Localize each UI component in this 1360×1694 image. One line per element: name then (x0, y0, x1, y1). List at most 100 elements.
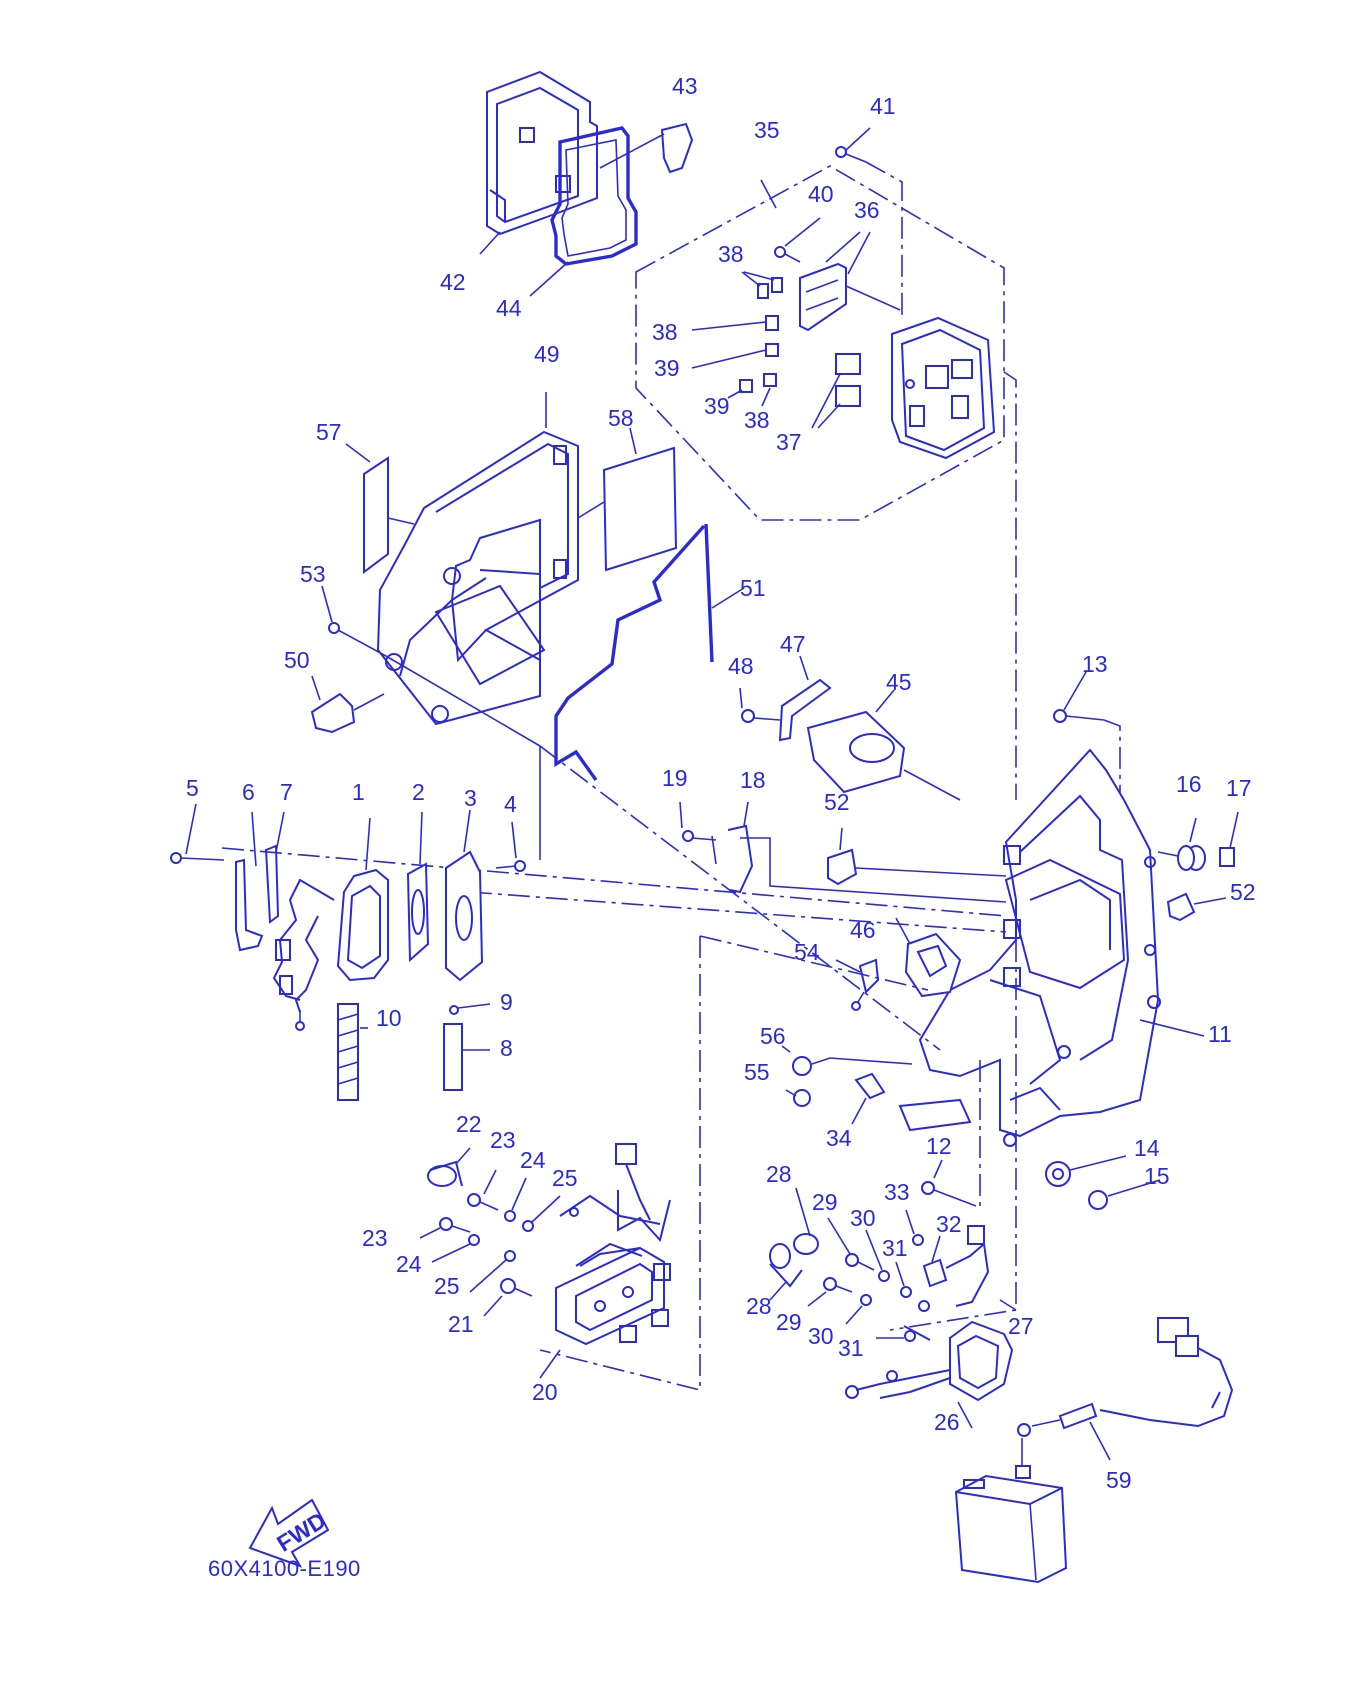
label-49: 49 (534, 341, 560, 367)
label-51: 51 (740, 575, 766, 601)
part-26-relay (845, 1320, 1014, 1429)
part-1-coil (272, 817, 389, 1031)
label-54: 54 (794, 939, 820, 965)
label-31a: 31 (882, 1235, 908, 1261)
part-56-washer (792, 1056, 812, 1076)
label-46: 46 (850, 917, 876, 943)
part-3-plate (445, 809, 484, 982)
label-23b: 23 (362, 1225, 388, 1251)
label-5: 5 (186, 775, 199, 801)
label-4: 4 (504, 791, 517, 817)
label-28a: 28 (766, 1161, 792, 1187)
part-51-wire (554, 523, 714, 781)
label-56: 56 (760, 1023, 786, 1049)
part-20-rectifier (539, 1143, 671, 1379)
label-21: 21 (448, 1311, 474, 1337)
part-25-lockwashers (469, 1195, 561, 1293)
label-29b: 29 (776, 1309, 802, 1335)
label-32: 32 (936, 1211, 962, 1237)
label-45: 45 (886, 669, 912, 695)
label-33: 33 (884, 1179, 910, 1205)
label-38c: 38 (744, 407, 770, 433)
part-9-ring (449, 1003, 491, 1015)
part-55-screw (785, 1089, 811, 1107)
part-36-bracket (774, 217, 901, 332)
label-11: 11 (1208, 1021, 1232, 1047)
part-31-washers (876, 1261, 916, 1342)
part-13-bolt (1053, 671, 1121, 800)
part-30-washers (845, 1229, 890, 1325)
label-19: 19 (662, 765, 688, 791)
label-8: 8 (500, 1035, 513, 1061)
label-18: 18 (740, 767, 766, 793)
label-13: 13 (1082, 651, 1108, 677)
label-53: 53 (300, 561, 326, 587)
part-6-bracket (235, 811, 264, 952)
part-17-nut (1157, 811, 1239, 867)
label-6: 6 (242, 779, 255, 805)
part-43-clip (599, 122, 694, 174)
label-25a: 25 (552, 1165, 578, 1191)
part-34-clamp (851, 1072, 886, 1125)
label-38a: 38 (718, 241, 744, 267)
part-42-cover (486, 70, 598, 236)
connectors-38-39 (691, 271, 783, 407)
part-32-connector (922, 1225, 990, 1307)
part-15-washer (1088, 1179, 1161, 1210)
part-53-screw (321, 585, 387, 657)
label-40: 40 (808, 181, 834, 207)
part-21-bolt (483, 1278, 533, 1317)
label-16: 16 (1176, 771, 1202, 797)
part-19-screw (679, 801, 717, 842)
part-14-damper (1045, 1155, 1127, 1187)
part-24-washers (431, 1177, 527, 1263)
label-26: 26 (934, 1409, 960, 1435)
label-41: 41 (870, 93, 896, 119)
part-46-grommet (895, 917, 962, 998)
junction-box (891, 316, 996, 460)
fwd-arrow-icon (248, 1498, 330, 1568)
label-47: 47 (780, 631, 806, 657)
part-23-bolts (419, 1169, 499, 1239)
assembly-35-boundary (635, 165, 1005, 521)
part-34-bracket (898, 1098, 972, 1132)
label-23a: 23 (490, 1127, 516, 1153)
part-52-connector-2 (1166, 892, 1227, 922)
part-7-plate (264, 811, 285, 924)
label-52a: 52 (824, 789, 850, 815)
label-38b: 38 (652, 319, 678, 345)
label-44: 44 (496, 295, 522, 321)
label-57: 57 (316, 419, 342, 445)
label-25b: 25 (434, 1273, 460, 1299)
part-57-decal (363, 456, 389, 574)
part-58-decal (602, 446, 678, 572)
battery (954, 1438, 1068, 1584)
label-10: 10 (376, 1005, 402, 1031)
label-39b: 39 (704, 393, 730, 419)
label-31b: 31 (838, 1335, 864, 1361)
part-54-sender (835, 958, 880, 1011)
callout-labels: 43 41 35 40 36 38 42 44 38 39 49 39 38 5… (186, 73, 1256, 1493)
part-22-collar (427, 1147, 471, 1187)
label-24b: 24 (396, 1251, 422, 1277)
label-12: 12 (926, 1133, 952, 1159)
diagram-linework (170, 70, 1239, 1584)
part-44-gasket (550, 126, 638, 266)
label-52b: 52 (1230, 879, 1256, 905)
part-33-screw (905, 1209, 924, 1246)
label-9: 9 (500, 989, 513, 1015)
label-30b: 30 (808, 1323, 834, 1349)
part-47-bracket (739, 655, 832, 742)
label-17: 17 (1226, 775, 1252, 801)
part-11-bracket (918, 748, 1205, 1138)
diagram-code: 60X4100-E190 (208, 1556, 361, 1581)
part-49-box (376, 392, 579, 726)
part-28-clamps (769, 1187, 819, 1301)
label-59: 59 (1106, 1467, 1132, 1493)
part-16-damper (1177, 817, 1206, 871)
label-35: 35 (754, 117, 780, 143)
label-28b: 28 (746, 1293, 772, 1319)
part-59-cable (1017, 1317, 1234, 1461)
label-20: 20 (532, 1379, 558, 1405)
part-50-clamp (310, 675, 385, 734)
